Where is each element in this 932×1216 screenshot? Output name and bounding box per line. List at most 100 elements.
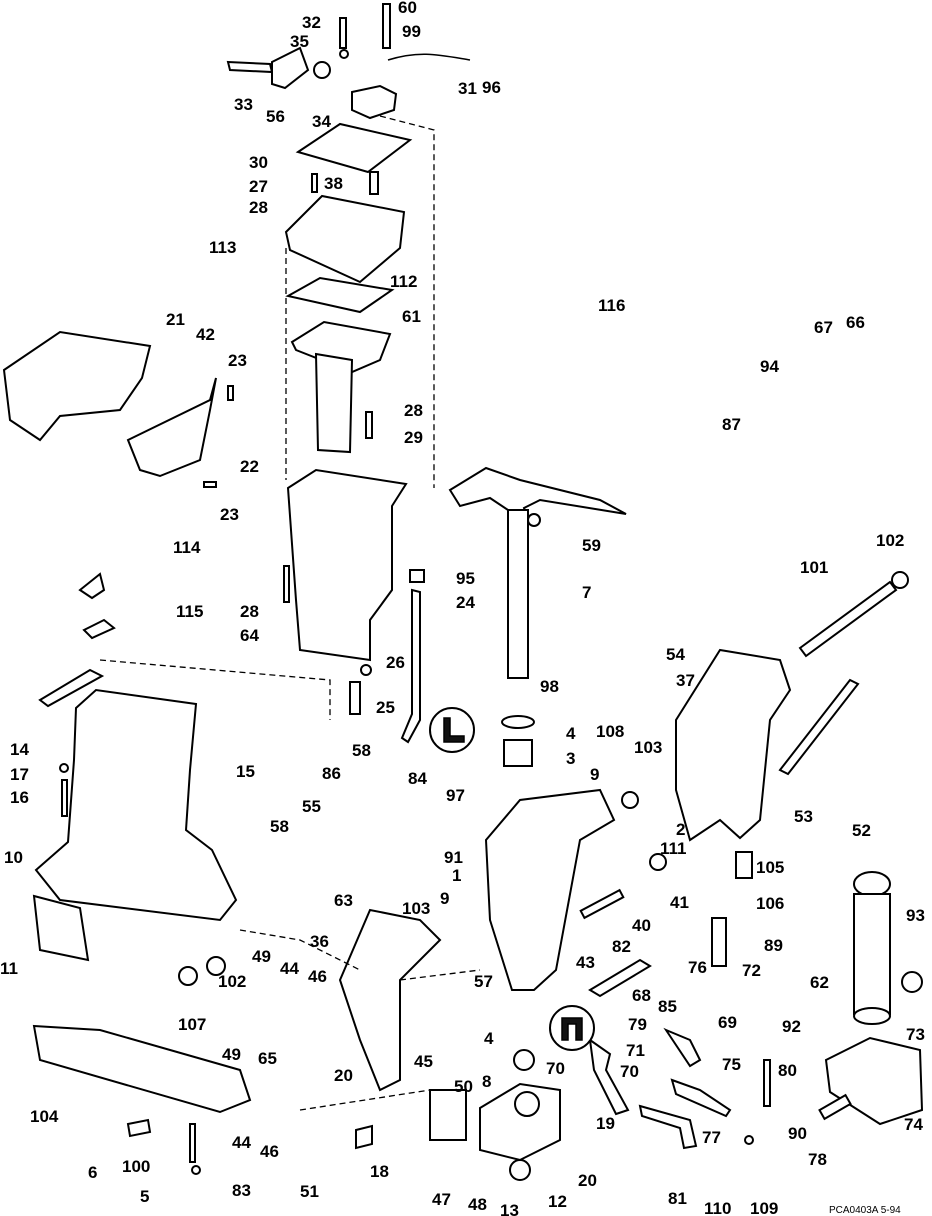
part-number-label: 107 bbox=[178, 1015, 206, 1034]
part-number-label: 76 bbox=[688, 958, 707, 977]
part-number-label: 56 bbox=[266, 107, 285, 126]
part-number-label: 93 bbox=[906, 906, 925, 925]
part-number-label: 116 bbox=[598, 296, 625, 315]
part-number-label: 44 bbox=[232, 1133, 251, 1152]
part-number-label: 78 bbox=[808, 1150, 827, 1169]
part-number-label: 61 bbox=[402, 307, 421, 326]
part-number-label: 19 bbox=[596, 1114, 615, 1133]
part-number-label: 45 bbox=[414, 1052, 433, 1071]
swivel-bracket bbox=[448, 466, 667, 991]
part-number-label: 49 bbox=[222, 1045, 241, 1064]
part-number-label: 30 bbox=[249, 153, 268, 172]
part-number-label: 22 bbox=[240, 457, 259, 476]
part-number-label: 28 bbox=[249, 198, 268, 217]
part-number-label: 1 bbox=[452, 866, 461, 885]
part-number-label: 74 bbox=[904, 1115, 923, 1134]
part-number-label: 48 bbox=[468, 1195, 487, 1214]
part-number-label: 20 bbox=[334, 1066, 353, 1085]
part-number-label: 6 bbox=[88, 1163, 97, 1182]
part-number-label: 90 bbox=[788, 1124, 807, 1143]
part-number-label: 2 bbox=[676, 820, 685, 839]
grease-gun-icon bbox=[429, 707, 595, 1051]
part-number-label: 28 bbox=[404, 401, 423, 420]
part-number-label: 8 bbox=[482, 1072, 491, 1091]
part-number-label: 16 bbox=[10, 788, 29, 807]
part-number-label: 37 bbox=[676, 671, 695, 690]
part-number-label: 3 bbox=[566, 749, 575, 768]
part-number-label: 72 bbox=[742, 961, 761, 980]
part-number-label: 103 bbox=[402, 899, 430, 918]
driveshaft-housing bbox=[32, 572, 252, 1114]
part-number-label: 59 bbox=[582, 536, 601, 555]
upper-mount-plates bbox=[284, 122, 413, 454]
part-number-label: 11 bbox=[0, 959, 18, 978]
part-number-label: 102 bbox=[876, 531, 904, 550]
part-number-label: 100 bbox=[122, 1157, 150, 1176]
part-number-label: 7 bbox=[582, 583, 591, 602]
part-number-label: 67 bbox=[814, 318, 833, 337]
part-number-label: 91 bbox=[444, 848, 463, 867]
part-number-label: 97 bbox=[446, 786, 465, 805]
exhaust-housing bbox=[283, 468, 425, 744]
part-number-label: 85 bbox=[658, 997, 677, 1016]
part-number-label: 5 bbox=[140, 1187, 149, 1206]
lower-unit-parts bbox=[126, 958, 771, 1181]
drawing-code: PCA0403A 5-94 bbox=[829, 1205, 901, 1216]
part-number-label: 102 bbox=[218, 972, 246, 991]
part-number-label: 23 bbox=[220, 505, 239, 524]
part-number-label: 53 bbox=[794, 807, 813, 826]
part-number-label: 62 bbox=[810, 973, 829, 992]
part-number-label: 28 bbox=[240, 602, 259, 621]
part-number-label: 25 bbox=[376, 698, 395, 717]
part-number-label: 109 bbox=[750, 1199, 778, 1216]
part-number-label: 65 bbox=[258, 1049, 277, 1068]
stern-brackets bbox=[338, 571, 909, 1092]
part-number-label: 29 bbox=[404, 428, 423, 447]
part-number-label: 36 bbox=[310, 932, 329, 951]
part-number-label: 103 bbox=[634, 738, 662, 757]
part-number-label: 77 bbox=[702, 1128, 721, 1147]
part-number-label: 12 bbox=[548, 1192, 567, 1211]
part-number-label: 26 bbox=[386, 653, 405, 672]
part-number-label: 94 bbox=[760, 357, 779, 376]
part-number-label: 24 bbox=[456, 593, 475, 612]
part-number-label: 47 bbox=[432, 1190, 451, 1209]
tilt-cylinder bbox=[818, 871, 924, 1126]
part-number-label: 13 bbox=[500, 1201, 519, 1216]
part-number-label: 115 bbox=[176, 602, 203, 621]
part-number-label: 46 bbox=[308, 967, 327, 986]
part-number-label: 73 bbox=[906, 1025, 925, 1044]
part-number-label: 81 bbox=[668, 1189, 687, 1208]
part-number-label: 23 bbox=[228, 351, 247, 370]
part-number-label: 44 bbox=[280, 959, 299, 978]
part-number-label: 87 bbox=[722, 415, 741, 434]
part-number-label: 32 bbox=[302, 13, 321, 32]
part-number-label: 35 bbox=[290, 32, 309, 51]
part-number-label: 20 bbox=[578, 1171, 597, 1190]
part-number-label: 38 bbox=[324, 174, 343, 193]
part-number-label: 27 bbox=[249, 177, 268, 196]
part-number-label: 95 bbox=[456, 569, 475, 588]
part-number-label: 69 bbox=[718, 1013, 737, 1032]
part-number-label: 96 bbox=[482, 78, 501, 97]
part-number-label: 108 bbox=[596, 722, 624, 741]
part-number-label: 10 bbox=[4, 848, 23, 867]
part-number-label: 50 bbox=[454, 1077, 473, 1096]
part-number-label: 57 bbox=[474, 972, 493, 991]
part-number-label: 92 bbox=[782, 1017, 801, 1036]
part-number-label: 49 bbox=[252, 947, 271, 966]
part-number-label: 4 bbox=[566, 724, 576, 743]
part-number-label: 55 bbox=[302, 797, 321, 816]
part-number-label: 106 bbox=[756, 894, 784, 913]
part-number-label: 86 bbox=[322, 764, 341, 783]
part-number-label: 41 bbox=[670, 893, 689, 912]
part-number-label: 70 bbox=[620, 1062, 639, 1081]
part-number-label: 40 bbox=[632, 916, 651, 935]
part-number-label: 105 bbox=[756, 858, 784, 877]
lower-cover-parts bbox=[2, 330, 234, 488]
part-number-label: 104 bbox=[30, 1107, 59, 1126]
part-number-label: 31 bbox=[458, 79, 477, 98]
part-number-label: 42 bbox=[196, 325, 215, 344]
